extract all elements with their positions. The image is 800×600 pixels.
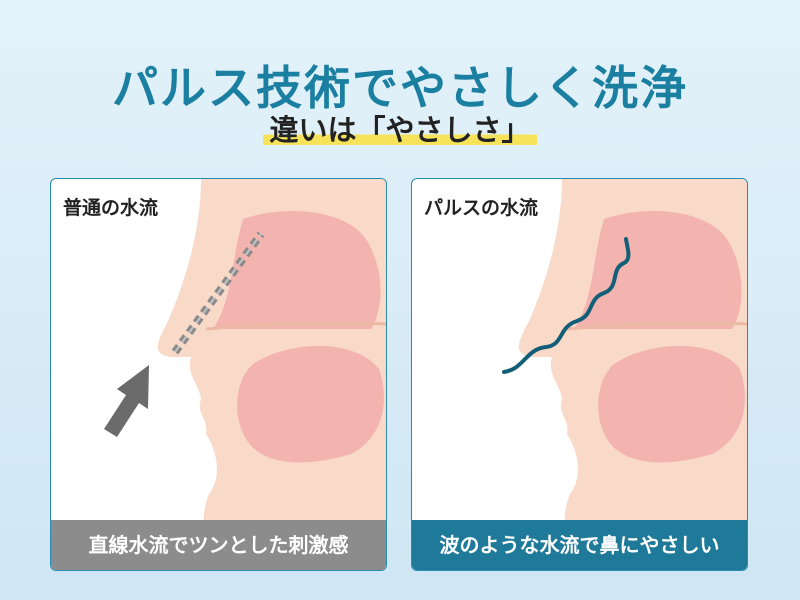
oral-cavity [598,345,745,463]
panel-label-pulse: パルスの水流 [424,197,539,219]
caption-normal: 直線水流でツンとした刺激感 [51,520,386,570]
straight-water-flow-highlight [174,233,262,353]
nose-illustration-normal [104,179,386,570]
panel-label-normal: 普通の水流 [63,197,159,219]
panel-pulse-flow: パルスの水流 波のような水流で鼻にやさしい [411,178,748,571]
subtitle-wrap: 違いは「やさしさ」 [0,112,800,149]
pulse-wave-flow [502,237,631,374]
oral-cavity [237,345,384,463]
panel-normal-flow: 普通の水流 直線水流でツンとした刺激感 [50,178,387,571]
arrow-icon [104,365,149,437]
subtitle: 違いは「やさしさ」 [263,112,537,149]
nasal-cavity-upper [574,211,742,329]
nose-illustration-pulse [502,179,747,570]
palate-line [566,321,747,331]
palate-line [205,321,386,331]
page-title: パルス技術でやさしく洗浄 [112,60,688,115]
caption-pulse: 波のような水流で鼻にやさしい [412,520,747,570]
